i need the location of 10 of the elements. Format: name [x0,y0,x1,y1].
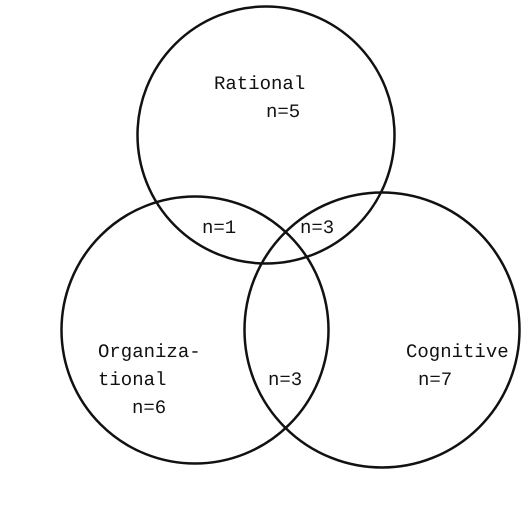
count-label: n=5 [266,100,300,125]
set-label: Rational [214,72,306,97]
venn-circle [136,5,396,265]
count-label: n=6 [132,396,166,421]
count-label: n=7 [418,368,452,393]
count-label: n=3 [300,216,334,241]
venn-circle [243,191,521,469]
count-label: n=3 [268,368,302,393]
set-label: Cognitive [406,340,510,365]
count-label: n=1 [202,216,236,241]
